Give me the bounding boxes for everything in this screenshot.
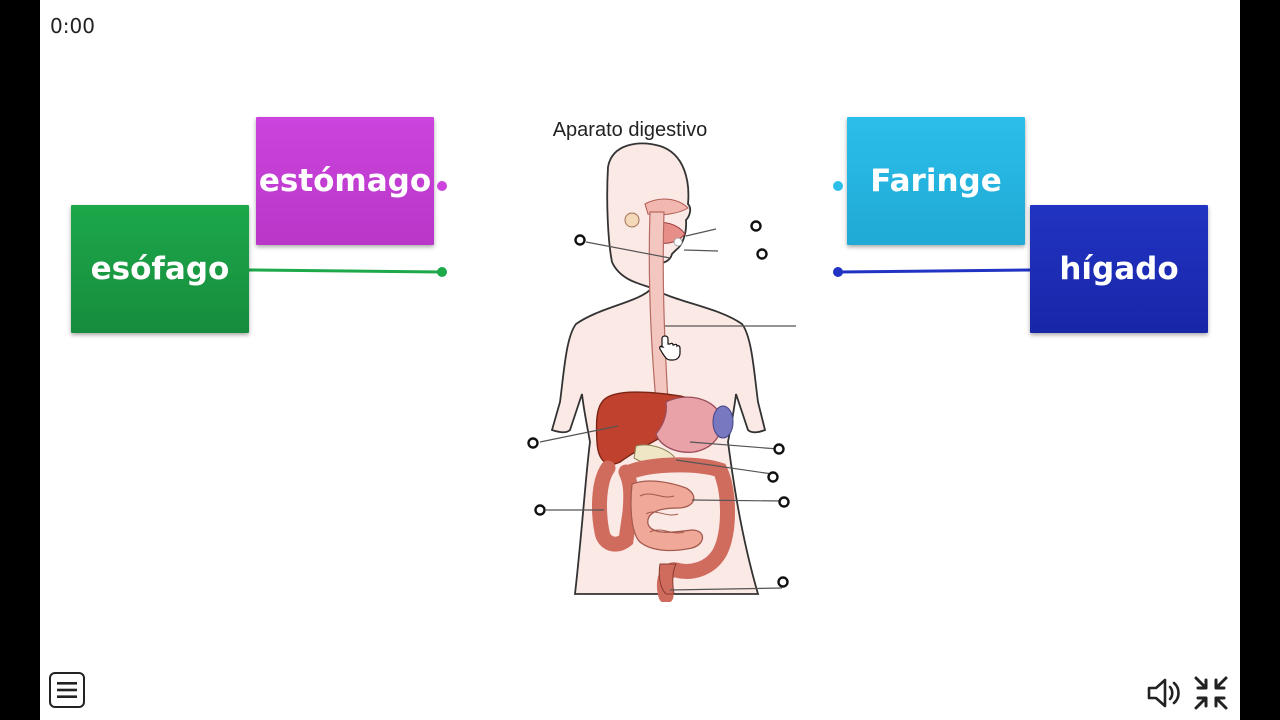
- label-card-higado-text: hígado: [1059, 251, 1179, 287]
- spleen: [712, 405, 734, 439]
- drop-target-10[interactable]: [777, 576, 789, 588]
- teeth: [673, 237, 683, 247]
- label-card-estomago-text: estómago: [258, 163, 432, 199]
- drop-target-1[interactable]: [574, 234, 586, 246]
- figure-title: Aparato digestivo: [553, 119, 708, 141]
- faringe-connector-handle[interactable]: [833, 181, 843, 191]
- salivary-gland: [624, 212, 640, 228]
- small-intestine: [630, 480, 704, 552]
- drop-target-9[interactable]: [534, 504, 546, 516]
- drop-target-6[interactable]: [773, 443, 785, 455]
- drop-target-2[interactable]: [750, 220, 762, 232]
- estomago-connector-handle[interactable]: [437, 181, 447, 191]
- drop-target-7[interactable]: [767, 471, 779, 483]
- connector-layer: [248, 181, 1031, 277]
- exit-fullscreen-icon: [1194, 676, 1228, 710]
- drop-target-3[interactable]: [756, 248, 768, 260]
- small-intestine-folds: [639, 493, 685, 534]
- label-card-esofago-text: esófago: [90, 251, 230, 287]
- menu-button[interactable]: [49, 672, 85, 708]
- sound-button[interactable]: [1146, 676, 1184, 710]
- esofago-connector-handle[interactable]: [437, 267, 447, 277]
- leader-lines: [539, 228, 796, 591]
- timer: 0:00: [50, 14, 95, 38]
- drop-target-8[interactable]: [778, 496, 790, 508]
- speaker-icon: [1147, 678, 1180, 708]
- drop-target-5[interactable]: [527, 437, 539, 449]
- higado-connector-handle[interactable]: [833, 267, 843, 277]
- stomach: [655, 396, 723, 453]
- label-card-estomago[interactable]: estómago: [256, 117, 434, 245]
- higado-connector-line: [837, 268, 1031, 274]
- label-card-faringe-text: Faringe: [870, 163, 1002, 199]
- label-card-higado[interactable]: hígado: [1030, 205, 1208, 333]
- digestive-system-figure: Aparato digestivo: [527, 119, 796, 602]
- menu-icon: [57, 682, 77, 698]
- activity-stage: 0:00 Aparato digestivo: [40, 0, 1240, 720]
- label-card-esofago[interactable]: esófago: [71, 205, 249, 333]
- label-card-faringe[interactable]: Faringe: [847, 117, 1025, 245]
- hand-cursor-icon: [659, 335, 681, 361]
- esofago-connector-line: [248, 268, 443, 274]
- exit-fullscreen-button[interactable]: [1192, 674, 1230, 712]
- rectum: [658, 563, 677, 595]
